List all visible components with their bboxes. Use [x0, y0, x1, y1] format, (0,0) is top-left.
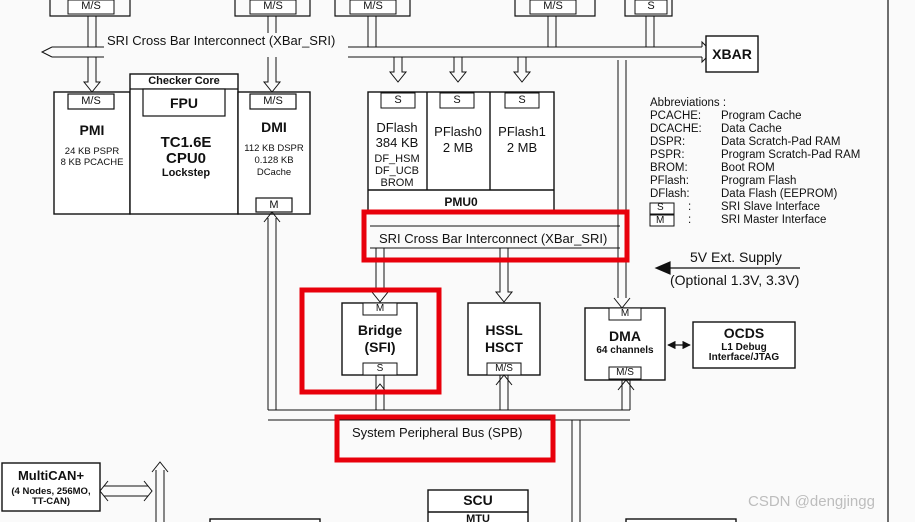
- abbr-value: Program Scratch-Pad RAM: [721, 149, 861, 161]
- dma-title: DMA: [609, 328, 641, 344]
- multican-title: MultiCAN+: [17, 468, 85, 483]
- fpu-label: FPU: [170, 95, 198, 111]
- hssl-title: HSSL: [485, 322, 523, 338]
- hsct-title: HSCT: [484, 339, 524, 355]
- ocds-title: OCDS: [723, 325, 765, 341]
- pflash0-tag: S: [453, 94, 461, 106]
- top-modules: [49, 0, 673, 17]
- dmi-line2: 0.128 KB: [254, 155, 294, 166]
- abbr-key: PSPR:: [650, 149, 685, 161]
- abbr-key: DCACHE:: [650, 123, 702, 135]
- dflash-l3: DF_HSM: [374, 153, 420, 165]
- abbr-value: Boot ROM: [721, 162, 775, 174]
- supply-line1: 5V Ext. Supply: [690, 249, 782, 265]
- pmu-tags: [380, 92, 540, 109]
- watermark: CSDN @dengjingg: [748, 493, 875, 510]
- legend-master-label: SRI Master Interface: [721, 214, 827, 226]
- cpu-title-2: CPU0: [165, 150, 207, 167]
- abbr-value: Program Cache: [721, 110, 802, 122]
- ocds-line2: Interface/JTAG: [708, 352, 780, 363]
- spb-label: System Peripheral Bus (SPB): [352, 425, 523, 440]
- xbar-box: [705, 35, 759, 73]
- abbr-key: DSPR:: [650, 136, 686, 148]
- abbr-key: PCACHE:: [650, 110, 702, 122]
- checker-core-label: Checker Core: [148, 75, 220, 87]
- top-tag-2: M/S: [263, 0, 283, 12]
- pflash0-l2: 2 MB: [442, 140, 474, 155]
- legend-keys: [649, 202, 675, 227]
- sri-top-label: SRI Cross Bar Interconnect (XBar_SRI): [104, 33, 339, 48]
- abbr-value: Data Cache: [721, 123, 782, 135]
- abbr-value: Data Flash (EEPROM): [721, 188, 838, 200]
- dmi-line1: 112 KB DSPR: [244, 143, 304, 154]
- top-tag-4: M/S: [543, 0, 563, 12]
- dmi-tag: M/S: [263, 95, 283, 107]
- pmi-line1: 24 KB PSPR: [64, 146, 120, 157]
- legend-slave-label: SRI Slave Interface: [721, 201, 821, 213]
- scu-sub: MTU: [466, 513, 490, 525]
- sri-mid-label: SRI Cross Bar Interconnect (XBar_SRI): [379, 231, 608, 246]
- pflash1-tag: S: [518, 94, 526, 106]
- legend-master-key: M: [656, 215, 665, 226]
- cpu-inner: [67, 88, 297, 213]
- abbr-key: BROM:: [650, 162, 688, 174]
- dmi-m-tag: M: [269, 199, 279, 211]
- bottom-boxes: [1, 462, 737, 522]
- pmi-tag: M/S: [81, 95, 101, 107]
- abbr-value: Program Flash: [721, 175, 797, 187]
- highlight-frames: [299, 209, 630, 463]
- cpu-title-1: TC1.6E: [160, 134, 212, 151]
- top-tag-1: M/S: [81, 0, 101, 12]
- supply-line2: (Optional 1.3V, 3.3V): [670, 272, 800, 288]
- top-tags: [67, 0, 668, 15]
- dflash-l4: DF_UCB: [374, 165, 420, 177]
- bridge-m-tag: M: [375, 303, 385, 314]
- dma-sub: 64 channels: [596, 345, 654, 356]
- pmu0-box: [367, 91, 555, 213]
- ocds-line1: L1 Debug: [721, 342, 767, 353]
- dma-m-tag: M: [620, 308, 630, 319]
- dflash-l5: BROM: [380, 177, 414, 189]
- pflash1-l2: 2 MB: [506, 140, 538, 155]
- pmi-line2: 8 KB PCACHE: [60, 157, 124, 168]
- dflash-tag: S: [394, 94, 402, 106]
- pflash0-l1: PFlash0: [434, 124, 482, 139]
- hssl-tag: M/S: [495, 363, 513, 374]
- peripheral-tags: [362, 302, 642, 380]
- dmi-title: DMI: [261, 119, 287, 135]
- dflash-l1: DFlash: [376, 120, 418, 135]
- legend-master-sep: :: [688, 214, 692, 226]
- pmi-title: PMI: [79, 122, 105, 138]
- legend-slave-key: S: [657, 202, 664, 213]
- top-tag-3: M/S: [363, 0, 383, 12]
- abbr-value: Data Scratch-Pad RAM: [721, 136, 841, 148]
- cpu-sub: Lockstep: [161, 167, 211, 179]
- abbr-heading: Abbreviations :: [650, 97, 727, 109]
- legend-slave-sep: :: [688, 201, 692, 213]
- supply-arrow: [654, 261, 800, 275]
- vertical-links: [263, 60, 631, 410]
- top-tag-5: S: [647, 0, 655, 12]
- xbar-label: XBAR: [712, 46, 752, 62]
- bridge-sub: (SFI): [364, 339, 396, 355]
- dflash-l2: 384 KB: [375, 135, 419, 150]
- dma-tag: M/S: [616, 367, 634, 378]
- multican-line2: TT-CAN): [32, 496, 70, 507]
- pmu-title: PMU0: [444, 195, 478, 209]
- pflash1-l1: PFlash1: [498, 124, 546, 139]
- abbr-key: DFlash:: [650, 188, 690, 200]
- dmi-line3: DCache: [256, 167, 292, 178]
- sri-mid-bus: [370, 225, 620, 249]
- scu-title: SCU: [463, 492, 493, 508]
- multican-line1: (4 Nodes, 256MO,: [11, 486, 91, 497]
- bridge-title: Bridge: [357, 322, 403, 338]
- abbr-key: PFlash:: [650, 175, 689, 187]
- bridge-s-tag: S: [376, 363, 384, 374]
